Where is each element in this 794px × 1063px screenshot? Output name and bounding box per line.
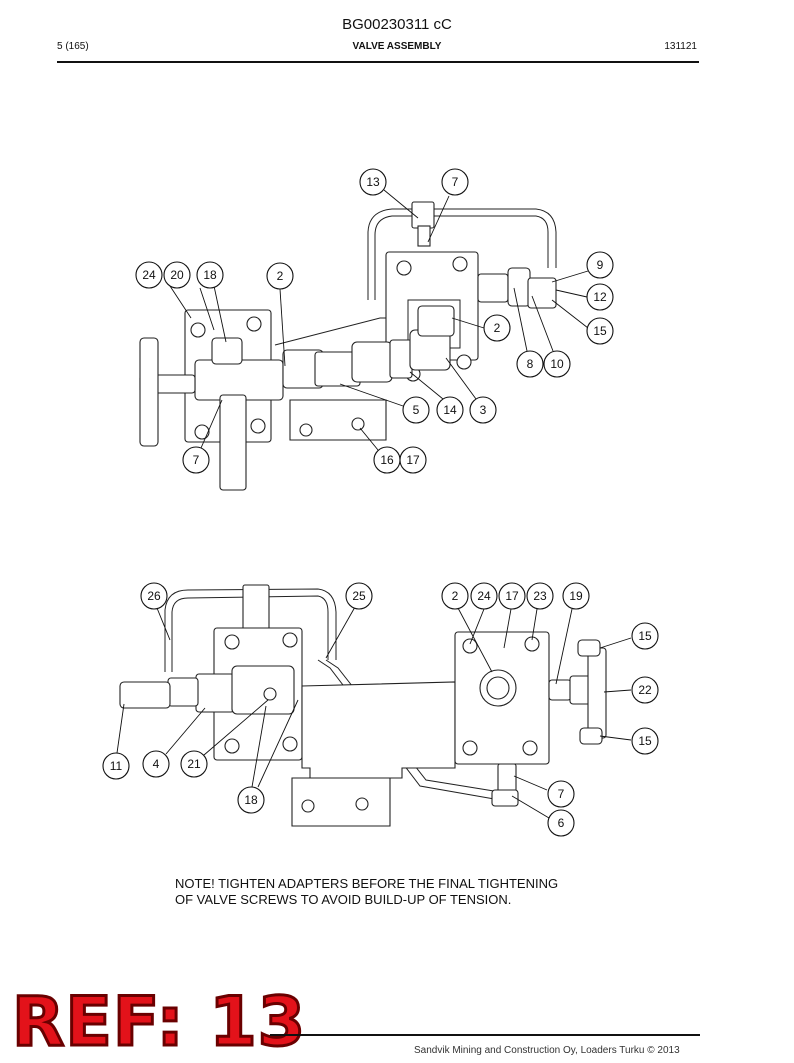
svg-text:11: 11 bbox=[110, 759, 123, 773]
svg-text:2: 2 bbox=[452, 589, 459, 603]
svg-text:7: 7 bbox=[452, 175, 459, 189]
svg-text:17: 17 bbox=[505, 589, 519, 603]
callout-2: 2 bbox=[266, 262, 294, 290]
bottom-leader-lines bbox=[116, 606, 632, 819]
callout-12: 12 bbox=[586, 283, 614, 311]
svg-text:19: 19 bbox=[569, 589, 583, 603]
svg-text:2: 2 bbox=[494, 321, 501, 335]
top-assembly-line-art bbox=[139, 201, 557, 491]
callout-3: 3 bbox=[469, 396, 497, 424]
svg-text:24: 24 bbox=[142, 268, 156, 282]
svg-text:6: 6 bbox=[558, 816, 565, 830]
callout-13: 13 bbox=[359, 168, 387, 196]
callout-26: 26 bbox=[140, 582, 168, 610]
callout-18: 18 bbox=[237, 786, 265, 814]
svg-text:14: 14 bbox=[443, 403, 457, 417]
callout-14: 14 bbox=[436, 396, 464, 424]
bottom-assembly-line-art bbox=[119, 584, 607, 827]
callout-4: 4 bbox=[142, 750, 170, 778]
svg-text:25: 25 bbox=[352, 589, 366, 603]
svg-text:2: 2 bbox=[277, 269, 284, 283]
callout-15: 15 bbox=[586, 317, 614, 345]
callout-24: 24 bbox=[135, 261, 163, 289]
svg-text:7: 7 bbox=[558, 787, 565, 801]
callout-8: 8 bbox=[516, 350, 544, 378]
footer-rule bbox=[270, 1034, 700, 1036]
top-leader-lines bbox=[169, 189, 589, 451]
callout-6: 6 bbox=[547, 809, 575, 837]
svg-text:3: 3 bbox=[480, 403, 487, 417]
svg-text:26: 26 bbox=[147, 589, 161, 603]
svg-text:15: 15 bbox=[638, 734, 652, 748]
callout-22: 22 bbox=[631, 676, 659, 704]
callout-17: 17 bbox=[399, 446, 427, 474]
svg-text:21: 21 bbox=[187, 757, 201, 771]
callout-7: 7 bbox=[547, 780, 575, 808]
callout-21: 21 bbox=[180, 750, 208, 778]
svg-text:17: 17 bbox=[406, 453, 420, 467]
callout-18: 18 bbox=[196, 261, 224, 289]
svg-text:23: 23 bbox=[533, 589, 547, 603]
page-number: 5 (165) bbox=[57, 41, 89, 52]
svg-text:15: 15 bbox=[593, 324, 607, 338]
callout-9: 9 bbox=[586, 251, 614, 279]
tightening-note: NOTE! TIGHTEN ADAPTERS BEFORE THE FINAL … bbox=[175, 876, 558, 908]
callout-7: 7 bbox=[441, 168, 469, 196]
header-rule bbox=[57, 61, 699, 63]
callout-10: 10 bbox=[543, 350, 571, 378]
svg-text:13: 13 bbox=[366, 175, 380, 189]
callout-24: 24 bbox=[470, 582, 498, 610]
document-date: 131121 bbox=[664, 41, 697, 52]
ref-stamp: REF: 13 bbox=[10, 982, 307, 1063]
svg-text:7: 7 bbox=[193, 453, 200, 467]
svg-text:22: 22 bbox=[638, 683, 652, 697]
callout-20: 20 bbox=[163, 261, 191, 289]
svg-text:10: 10 bbox=[550, 357, 564, 371]
svg-text:18: 18 bbox=[244, 793, 258, 807]
svg-text:8: 8 bbox=[527, 357, 534, 371]
callout-17: 17 bbox=[498, 582, 526, 610]
svg-text:16: 16 bbox=[380, 453, 394, 467]
callout-2: 2 bbox=[483, 314, 511, 342]
callout-16: 16 bbox=[373, 446, 401, 474]
svg-text:15: 15 bbox=[638, 629, 652, 643]
callout-2: 2 bbox=[441, 582, 469, 610]
svg-text:9: 9 bbox=[597, 258, 604, 272]
svg-text:4: 4 bbox=[153, 757, 160, 771]
svg-text:18: 18 bbox=[203, 268, 217, 282]
callout-5: 5 bbox=[402, 396, 430, 424]
document-id: BG00230311 cC bbox=[342, 16, 452, 33]
callout-11: 11 bbox=[102, 752, 130, 780]
callout-23: 23 bbox=[526, 582, 554, 610]
svg-text:12: 12 bbox=[593, 290, 607, 304]
footer-copyright: Sandvik Mining and Construction Oy, Load… bbox=[414, 1045, 680, 1056]
svg-text:20: 20 bbox=[170, 268, 184, 282]
callout-15: 15 bbox=[631, 727, 659, 755]
svg-text:24: 24 bbox=[477, 589, 491, 603]
note-line-1: NOTE! TIGHTEN ADAPTERS BEFORE THE FINAL … bbox=[175, 876, 559, 891]
callout-15: 15 bbox=[631, 622, 659, 650]
svg-text:5: 5 bbox=[413, 403, 420, 417]
callout-7: 7 bbox=[182, 446, 210, 474]
section-title: VALVE ASSEMBLY bbox=[352, 41, 442, 52]
callout-19: 19 bbox=[562, 582, 590, 610]
callout-25: 25 bbox=[345, 582, 373, 610]
note-line-2: OF VALVE SCREWS TO AVOID BUILD-UP OF TEN… bbox=[175, 892, 512, 907]
